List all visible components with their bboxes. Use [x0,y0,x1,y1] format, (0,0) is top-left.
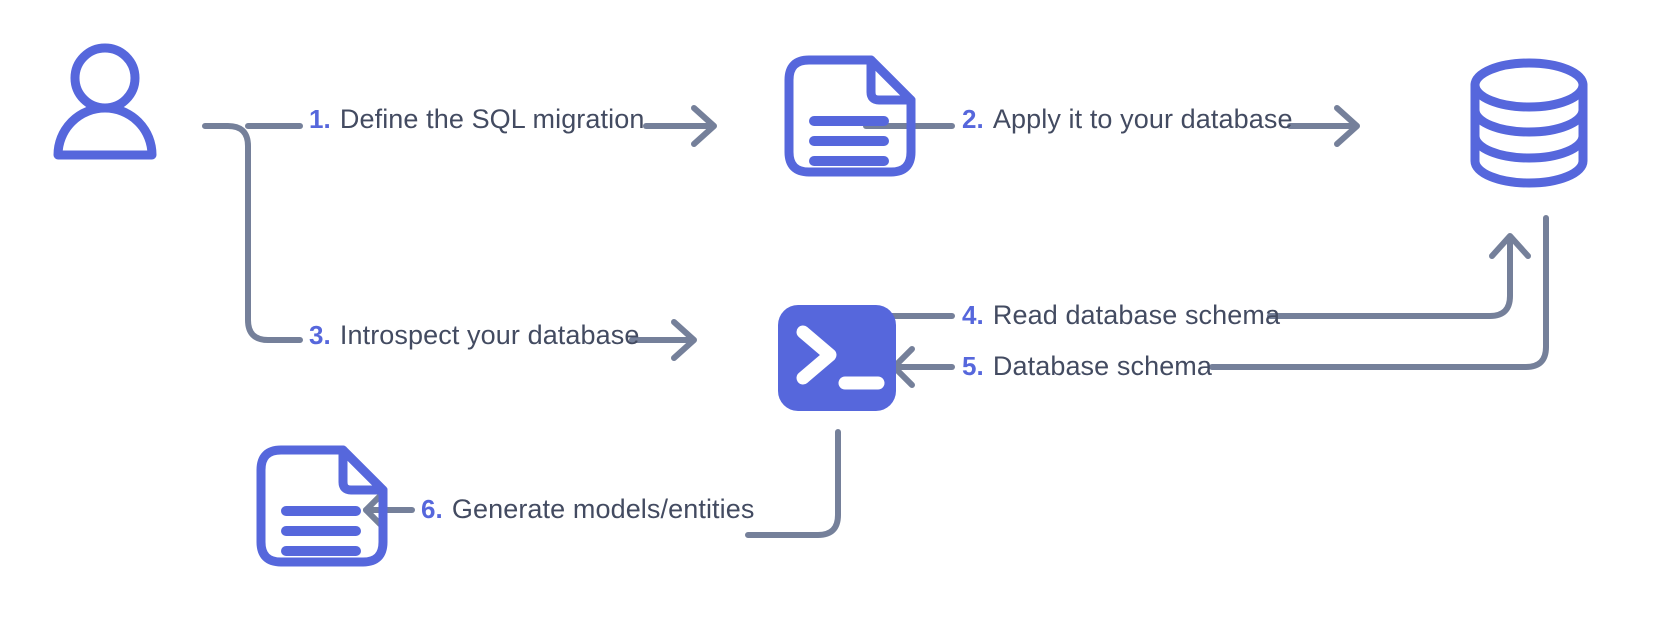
arrowhead-step4 [1489,233,1531,259]
step-number-1: 1. [309,104,331,134]
step-label-5: 5. Database schema [962,353,1212,380]
step-label-4: 4. Read database schema [962,302,1280,329]
document-icon-migration [784,55,916,177]
step-number-6: 6. [421,494,443,524]
database-icon [1470,58,1588,188]
connector-step6-right [745,429,841,538]
step-number-2: 2. [962,104,984,134]
step-label-2: 2. Apply it to your database [962,106,1293,133]
step-number-4: 4. [962,300,984,330]
step-text-3: Introspect your database [339,320,640,350]
arrowhead-step3 [671,319,697,361]
arrowhead-step2 [1334,105,1360,147]
step-number-5: 5. [962,351,984,381]
user-icon [53,43,157,160]
document-icon-models [256,445,388,567]
step-text-4: Read database schema [992,300,1281,330]
step-label-1: 1. Define the SQL migration [309,106,644,133]
step-label-6: 6. Generate models/entities [421,496,754,523]
arrowhead-step6 [363,489,387,531]
connector-step4-right [1267,235,1513,319]
step-text-1: Define the SQL migration [339,104,645,134]
step-number-3: 3. [309,320,331,350]
step-label-3: 3. Introspect your database [309,322,639,349]
terminal-icon [778,305,896,411]
step-text-2: Apply it to your database [992,104,1293,134]
step-text-5: Database schema [992,351,1213,381]
step-text-6: Generate models/entities [451,494,755,524]
connector-user-branch [202,123,303,343]
arrowhead-step1 [691,105,717,147]
connector-step5-right [1209,215,1549,370]
